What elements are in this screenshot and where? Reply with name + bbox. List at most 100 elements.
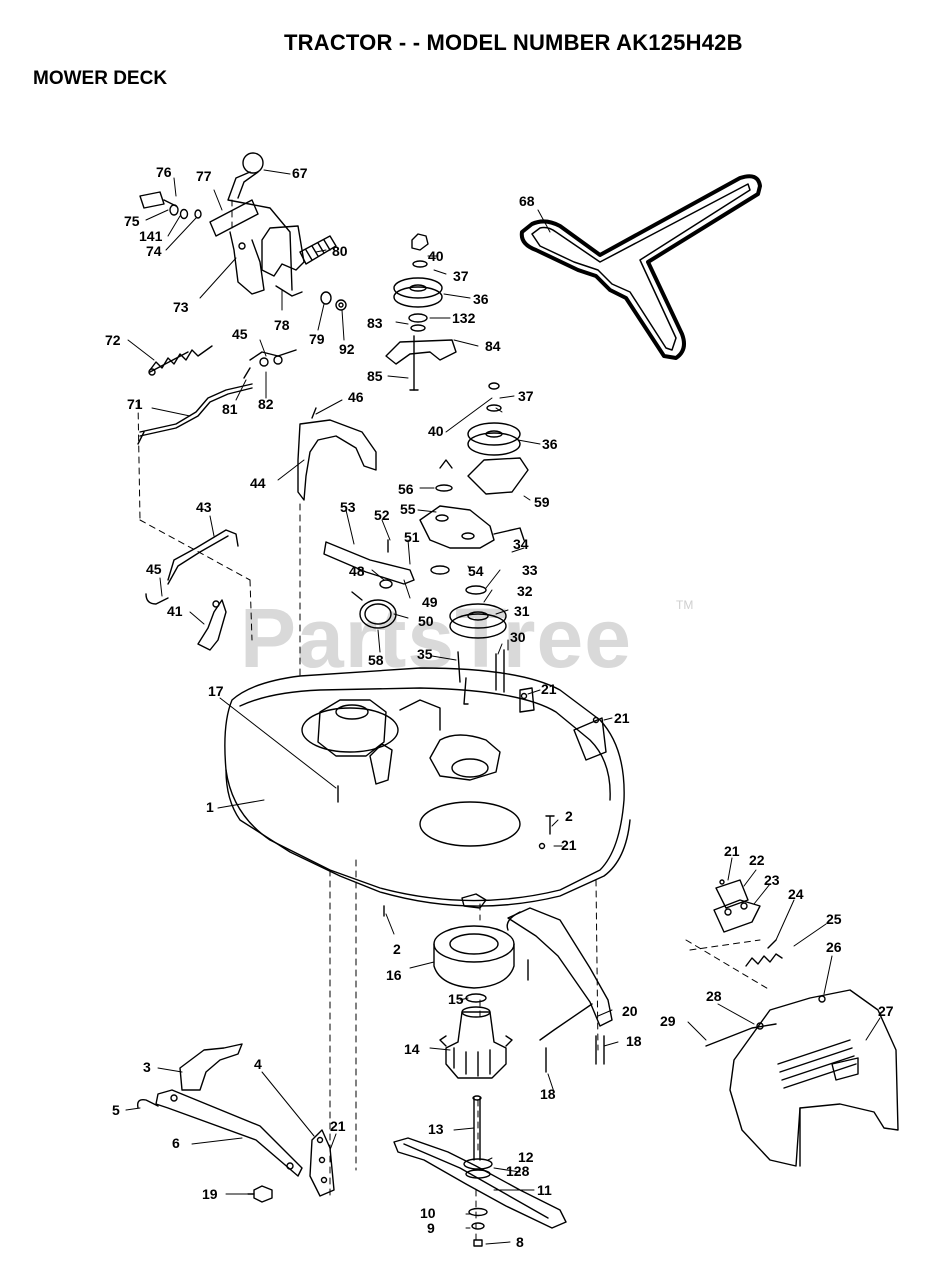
callout-59: 59 [534,494,550,510]
callout-36-top: 36 [473,291,489,307]
callout-8: 8 [516,1234,524,1250]
callout-5: 5 [112,1102,120,1118]
callout-71: 71 [127,396,143,412]
washers-74-75-141 [169,204,202,220]
callout-85: 85 [367,368,383,384]
callout-80: 80 [332,243,348,259]
idler-pulley-stack-lower [435,382,529,495]
callout-1: 1 [206,799,214,815]
callout-26: 26 [826,939,842,955]
link-rod-71 [137,383,253,445]
callout-56: 56 [398,481,414,497]
callout-74: 74 [146,243,162,259]
callout-41: 41 [167,603,183,619]
callout-75: 75 [124,213,140,229]
lift-arm-43 [167,529,239,585]
callout-52: 52 [374,507,390,523]
callout-132: 132 [452,310,476,326]
callout-73: 73 [173,299,189,315]
callout-21-a: 21 [541,681,557,697]
nut-26-rod-28-29 [705,995,826,1047]
callout-37-mid: 37 [518,388,534,404]
lift-bracket [209,199,305,297]
bolt-76 [139,191,177,209]
callout-12: 12 [518,1149,534,1165]
callout-53: 53 [340,499,356,515]
bolts-30-35 [457,649,505,705]
callout-21-c: 21 [561,837,577,853]
callout-45-top: 45 [232,326,248,342]
callout-37-top: 37 [453,268,469,284]
handle-grip [299,235,337,265]
callout-13: 13 [428,1121,444,1137]
spring-72 [148,345,213,376]
hanger-4 [309,1129,335,1197]
callout-51: 51 [404,529,420,545]
nuts-79-92 [320,291,347,311]
callout-27: 27 [878,1003,894,1019]
bolt-19 [247,1185,273,1203]
callout-55: 55 [400,501,416,517]
callout-18-right: 18 [626,1033,642,1049]
callout-58: 58 [368,652,384,668]
callout-3: 3 [143,1059,151,1075]
callout-30: 30 [510,629,526,645]
callout-48: 48 [349,563,365,579]
clip-45 [145,593,169,605]
belt-guard-44 [297,407,377,501]
callout-50: 50 [418,613,434,629]
spindle-housing-14 [439,1006,513,1079]
discharge-chute-27 [729,989,899,1167]
spindle-washer-15 [465,993,487,1003]
idler-bracket-53 [323,539,415,589]
callout-21-d: 21 [330,1118,346,1134]
callout-33: 33 [522,562,538,578]
callout-2-right: 2 [565,808,573,824]
callout-46: 46 [348,389,364,405]
callout-45-left: 45 [146,561,162,577]
callout-11: 11 [537,1182,552,1198]
callout-68: 68 [519,193,535,209]
callout-4: 4 [254,1056,262,1072]
drive-belt-inner [531,183,751,351]
callout-81: 81 [222,401,238,417]
idler-arm-55 [419,505,525,575]
callout-9: 9 [427,1220,435,1236]
mower-blade-11 [393,1137,567,1229]
callout-16: 16 [386,967,402,983]
callout-72: 72 [105,332,121,348]
callout-21-b: 21 [614,710,630,726]
drive-pulley-31 [449,585,507,639]
callout-76: 76 [156,164,172,180]
callout-67: 67 [292,165,308,181]
callout-82: 82 [258,396,274,412]
callout-78: 78 [274,317,290,333]
callout-25: 25 [826,911,842,927]
spring-25 [745,939,783,967]
callout-128: 128 [506,1163,530,1179]
callout-79: 79 [309,331,325,347]
callout-23: 23 [764,872,780,888]
bolt-82-spring [243,349,297,379]
callout-14: 14 [404,1041,420,1057]
chute-bracket-22-23 [713,879,761,933]
deck-bolts [337,692,600,917]
callout-92: 92 [339,341,355,357]
callout-22: 22 [749,852,765,868]
section-title: MOWER DECK [33,68,168,89]
callout-32: 32 [517,583,533,599]
callout-43: 43 [196,499,212,515]
callout-2-left: 2 [393,941,401,957]
watermark-trademark: TM [676,598,694,612]
hanger-41 [197,599,227,651]
page-title: TRACTOR - - MODEL NUMBER AK125H42B [284,30,743,55]
callout-34: 34 [513,536,529,552]
callout-35: 35 [417,646,433,662]
callout-44: 44 [250,475,266,491]
idler-pulley-stack-upper [385,233,457,391]
callout-49: 49 [422,594,438,610]
leader-lines [125,169,881,1245]
callout-18-lower: 18 [540,1086,556,1102]
clip-5 [136,1098,159,1109]
